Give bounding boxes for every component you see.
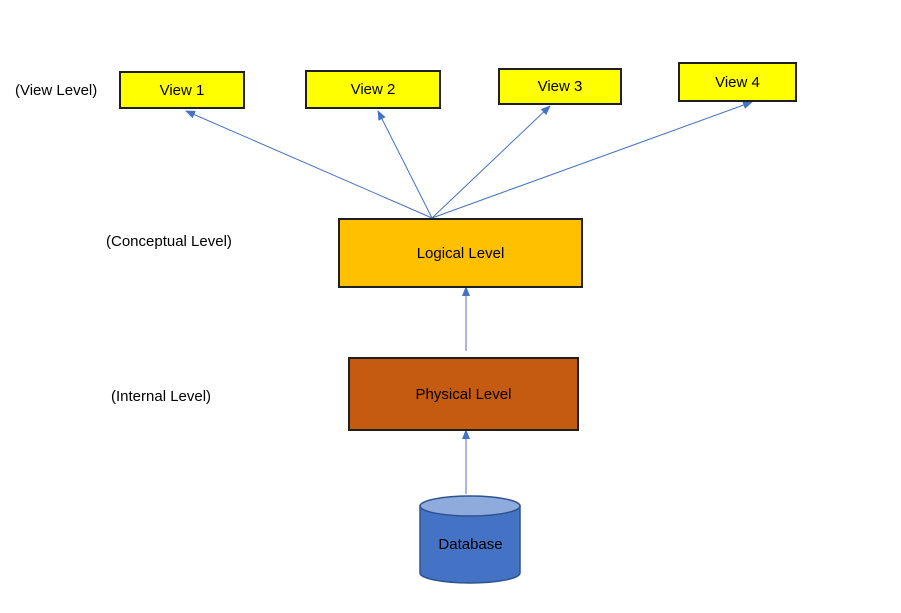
arrow-logical-to-view-4 [431,101,753,219]
view-level-label: (View Level) [15,82,98,99]
view-2-box: View 2 [305,70,441,109]
database-label: Database [438,536,503,553]
conceptual-level-label: (Conceptual Level) [106,233,232,250]
logical-level-box: Logical Level [338,218,583,288]
view-1-label: View 1 [159,81,205,99]
arrow-logical-to-view-2 [377,110,433,219]
physical-level-box: Physical Level [348,357,579,431]
view-3-label: View 3 [537,78,583,95]
logical-level-label: Logical Level [416,244,505,262]
view-4-box: View 4 [678,62,797,102]
physical-level-label: Physical Level [415,385,512,403]
arrow-logical-to-view-3 [431,105,551,219]
arrow-logical-to-view-1 [185,110,433,219]
view-3-box: View 3 [498,68,622,105]
view-2-label: View 2 [350,81,396,98]
database-cylinder [419,495,521,584]
view-4-label: View 4 [715,73,760,91]
internal-level-label: (Internal Level) [111,388,212,405]
view-1-box: View 1 [119,71,245,109]
